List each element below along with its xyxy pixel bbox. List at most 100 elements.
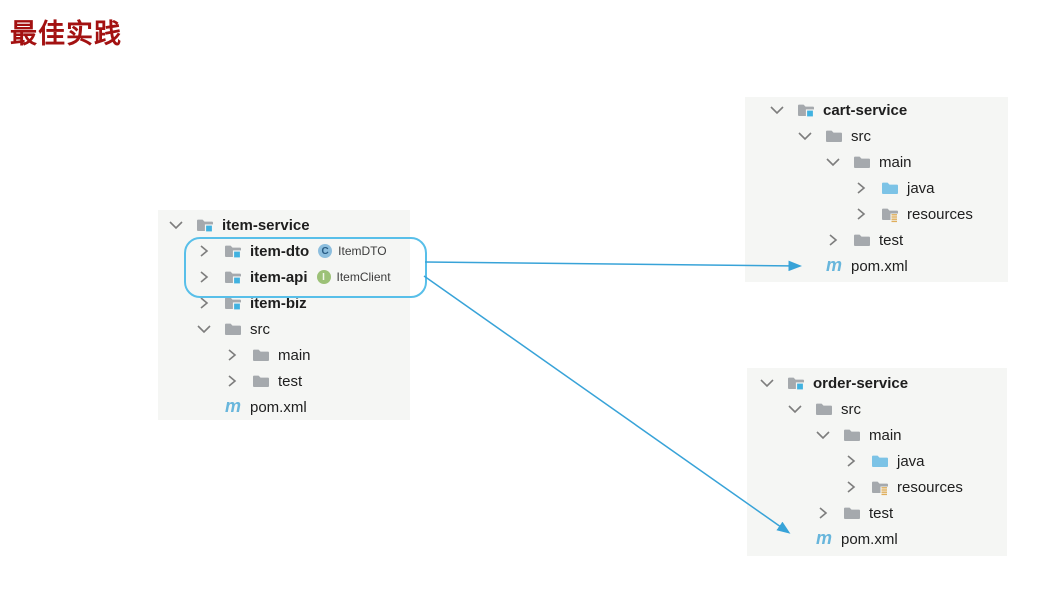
tree-row-item-dto[interactable]: item-dto C ItemDTO xyxy=(166,238,410,264)
module-folder-icon xyxy=(224,295,242,311)
tree-item-label: item-biz xyxy=(250,294,307,312)
tree-row-java[interactable]: java xyxy=(767,175,1008,201)
chevron-right-icon[interactable] xyxy=(194,243,214,259)
tree-row-cart-service[interactable]: cart-service xyxy=(767,97,1008,123)
chevron-right-icon[interactable] xyxy=(851,206,871,222)
tree-row-item-biz[interactable]: item-biz xyxy=(166,290,410,316)
folder-icon xyxy=(252,347,270,363)
tree-item-label: test xyxy=(869,504,894,522)
chevron-down-icon[interactable] xyxy=(166,217,186,233)
class-icon: C xyxy=(318,244,333,258)
maven-m-glyph: m xyxy=(825,255,842,275)
chevron-right-icon[interactable] xyxy=(851,180,871,196)
chevron-right-icon[interactable] xyxy=(194,295,214,311)
tree-row-pom-xml[interactable]: m pom.xml xyxy=(767,253,1008,279)
tree-item-label: main xyxy=(879,153,912,171)
chevron-right-icon[interactable] xyxy=(841,479,861,495)
folder-icon xyxy=(224,321,242,337)
arrow-to-order-service-pom xyxy=(423,275,791,534)
tree-row-main[interactable]: main xyxy=(166,342,410,368)
tree-item-annotation: ItemDTO xyxy=(338,244,387,258)
tree-item-label: java xyxy=(907,179,935,197)
maven-icon: m xyxy=(825,255,843,275)
resources-folder-icon xyxy=(881,206,899,222)
tree-row-item-api[interactable]: item-api I ItemClient xyxy=(166,264,410,290)
chevron-right-icon[interactable] xyxy=(841,453,861,469)
tree-item-label: pom.xml xyxy=(841,530,898,548)
maven-m-glyph: m xyxy=(224,396,241,416)
tree-item-label: resources xyxy=(907,205,973,223)
tree-item-label: test xyxy=(879,231,904,249)
chevron-right-icon[interactable] xyxy=(194,269,214,285)
tree-row-test[interactable]: test xyxy=(166,368,410,394)
module-folder-icon xyxy=(224,243,242,259)
chevron-spacer xyxy=(194,399,214,415)
tree-item-label: item-service xyxy=(222,216,310,234)
tree-row-main[interactable]: main xyxy=(757,422,1007,448)
tree-row-src[interactable]: src xyxy=(166,316,410,342)
tree-row-pom-xml[interactable]: m pom.xml xyxy=(757,526,1007,552)
tree-item-label: main xyxy=(278,346,311,364)
chevron-down-icon[interactable] xyxy=(813,427,833,443)
chevron-right-icon[interactable] xyxy=(813,505,833,521)
tree-row-main[interactable]: main xyxy=(767,149,1008,175)
tree-item-label: item-dto xyxy=(250,242,310,260)
interface-icon: I xyxy=(316,270,331,284)
tree-row-java[interactable]: java xyxy=(757,448,1007,474)
module-folder-icon xyxy=(196,217,214,233)
folder-icon xyxy=(853,232,871,248)
chevron-right-icon[interactable] xyxy=(823,232,843,248)
tree-item-label: src xyxy=(250,320,270,338)
tree-item-label: item-api xyxy=(250,268,308,286)
tree-row-test[interactable]: test xyxy=(757,500,1007,526)
folder-icon xyxy=(252,373,270,389)
tree-item-label: test xyxy=(278,372,303,390)
tree-item-label: java xyxy=(897,452,925,470)
tree-row-resources[interactable]: resources xyxy=(757,474,1007,500)
page-title: 最佳实践 xyxy=(10,19,122,49)
tree-row-src[interactable]: src xyxy=(757,396,1007,422)
tree-item-label: main xyxy=(869,426,902,444)
folder-icon xyxy=(843,427,861,443)
tree-item-label: src xyxy=(851,127,871,145)
folder-icon xyxy=(843,505,861,521)
tree-row-item-service[interactable]: item-service xyxy=(166,212,410,238)
maven-m-glyph: m xyxy=(815,528,832,548)
chevron-spacer xyxy=(785,531,805,547)
tree-item-label: pom.xml xyxy=(250,398,307,416)
tree-row-resources[interactable]: resources xyxy=(767,201,1008,227)
arrow-to-cart-service-pom xyxy=(424,260,802,272)
folder-icon xyxy=(853,154,871,170)
maven-icon: m xyxy=(815,528,833,548)
tree-item-label: resources xyxy=(897,478,963,496)
chevron-right-icon[interactable] xyxy=(222,373,242,389)
chevron-spacer xyxy=(795,258,815,274)
tree-row-pom-xml[interactable]: m pom.xml xyxy=(166,394,410,420)
module-folder-icon xyxy=(787,375,805,391)
maven-icon: m xyxy=(224,396,242,416)
chevron-down-icon[interactable] xyxy=(767,102,787,118)
module-folder-icon xyxy=(224,269,242,285)
chevron-down-icon[interactable] xyxy=(823,154,843,170)
tree-row-src[interactable]: src xyxy=(767,123,1008,149)
chevron-down-icon[interactable] xyxy=(785,401,805,417)
chevron-down-icon[interactable] xyxy=(194,321,214,337)
item-service-tree: item-service item-dto C ItemDTO item-api I Ite… xyxy=(158,210,410,420)
tree-item-label: pom.xml xyxy=(851,257,908,275)
tree-item-label: order-service xyxy=(813,374,909,392)
module-folder-icon xyxy=(797,102,815,118)
tree-item-label: src xyxy=(841,400,861,418)
tree-row-test[interactable]: test xyxy=(767,227,1008,253)
folder-icon xyxy=(825,128,843,144)
chevron-down-icon[interactable] xyxy=(757,375,777,391)
chevron-down-icon[interactable] xyxy=(795,128,815,144)
source-folder-icon xyxy=(871,453,889,469)
tree-row-order-service[interactable]: order-service xyxy=(757,370,1007,396)
resources-folder-icon xyxy=(871,479,889,495)
chevron-right-icon[interactable] xyxy=(222,347,242,363)
tree-item-annotation: ItemClient xyxy=(336,270,391,284)
folder-icon xyxy=(815,401,833,417)
tree-item-label: cart-service xyxy=(823,101,908,119)
